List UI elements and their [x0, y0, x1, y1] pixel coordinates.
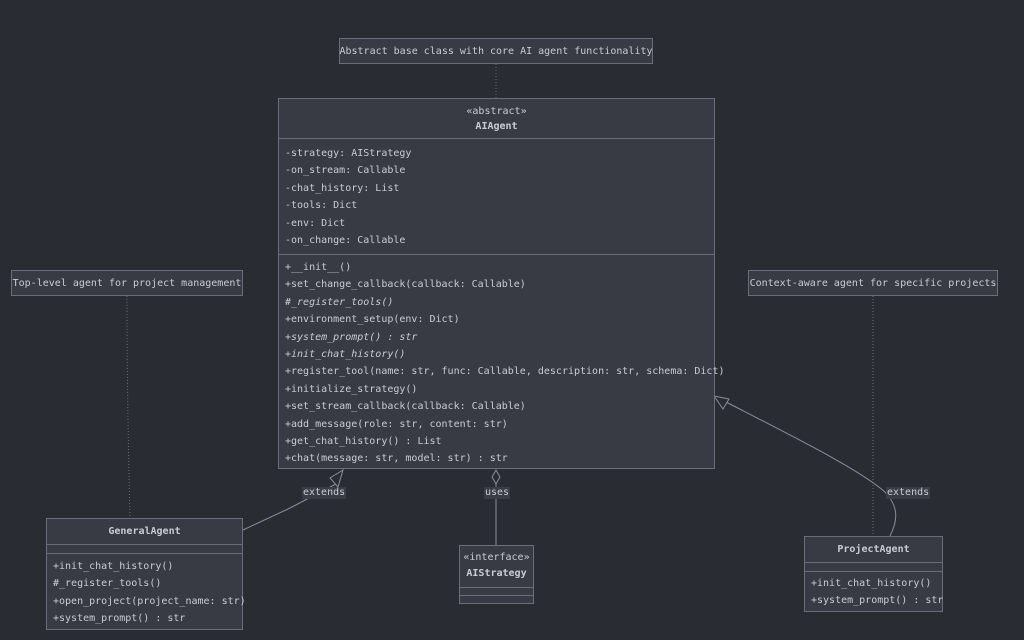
stereotype-label: «abstract»	[466, 106, 527, 117]
note-aiagent: Abstract base class with core AI agent f…	[339, 38, 653, 64]
method: +get_chat_history() : List	[285, 436, 442, 448]
method: +init_chat_history()	[53, 561, 174, 572]
attribute: -tools: Dict	[285, 200, 358, 212]
attribute: -env: Dict	[285, 217, 346, 229]
method: +system_prompt() : str	[53, 613, 186, 625]
method: +add_message(role: str, content: str)	[285, 418, 508, 430]
method: #_register_tools()	[53, 578, 162, 590]
attributes-section: -strategy: AIStrategy -on_stream: Callab…	[279, 139, 714, 255]
attribute: -chat_history: List	[285, 182, 400, 194]
class-name: ProjectAgent	[837, 544, 910, 555]
edge-label-extends-project: extends	[886, 487, 931, 499]
method: +__init__()	[285, 262, 352, 273]
methods-section: +__init__() +set_change_callback(callbac…	[279, 255, 725, 468]
methods-section: +init_chat_history() +system_prompt() : …	[805, 572, 944, 610]
attribute: -on_stream: Callable	[285, 165, 406, 177]
note-general-agent: Top-level agent for project management	[11, 270, 243, 296]
stereotype-label: «interface»	[463, 552, 530, 563]
method: +initialize_strategy()	[285, 383, 418, 395]
method-abstract: +system_prompt() : str	[285, 331, 418, 343]
edge-label-extends-general: extends	[302, 487, 347, 499]
class-general-agent[interactable]: GeneralAgent +init_chat_history() #_regi…	[46, 518, 246, 630]
class-name: GeneralAgent	[108, 526, 181, 537]
extends-edge-project	[725, 401, 897, 537]
attributes-section	[47, 545, 242, 554]
attributes-section	[805, 563, 942, 572]
attribute: -on_change: Callable	[285, 235, 406, 247]
aggregation-diamond	[491, 468, 501, 486]
class-aistrategy[interactable]: «interface» AIStrategy	[459, 545, 534, 604]
methods-section	[460, 596, 533, 603]
extends-arrowhead-general	[329, 468, 344, 489]
class-project-agent[interactable]: ProjectAgent +init_chat_history() +syste…	[804, 536, 943, 612]
class-name: AIAgent	[475, 121, 518, 132]
attribute: -strategy: AIStrategy	[285, 148, 412, 159]
method: +set_stream_callback(callback: Callable)	[285, 401, 526, 413]
note-connector-general	[126, 295, 131, 519]
method-abstract: +init_chat_history()	[285, 349, 406, 361]
class-name: AIStrategy	[466, 568, 527, 579]
method: +environment_setup(env: Dict)	[285, 314, 460, 326]
methods-section: +init_chat_history() #_register_tools() …	[47, 554, 246, 628]
attributes-section	[460, 588, 533, 596]
edge-label-uses: uses	[484, 487, 511, 499]
method: +init_chat_history()	[811, 578, 932, 589]
method: +register_tool(name: str, func: Callable…	[285, 366, 725, 378]
method: +chat(message: str, model: str) : str	[285, 453, 508, 465]
class-aiagent[interactable]: «abstract» AIAgent -strategy: AIStrategy…	[278, 98, 725, 469]
note-project-agent: Context-aware agent for specific project…	[748, 270, 998, 296]
method: +open_project(project_name: str)	[53, 595, 246, 607]
method-abstract: #_register_tools()	[285, 296, 394, 308]
extends-arrowhead-project	[712, 395, 730, 410]
method: +set_change_callback(callback: Callable)	[285, 279, 526, 291]
method: +system_prompt() : str	[811, 595, 944, 607]
